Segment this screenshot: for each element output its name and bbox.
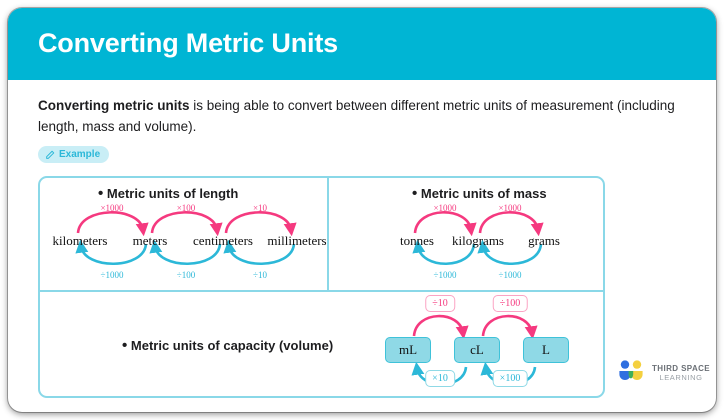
unit-grams: grams (528, 233, 560, 248)
capacity-unit-l: L (523, 337, 569, 363)
bullet-icon: • (412, 185, 418, 202)
length-divide-label-1: ÷1000 (100, 270, 124, 280)
section-title-mass: • Metric units of mass (412, 185, 547, 202)
mass-divide-label-2: ÷1000 (498, 270, 522, 280)
intro-bold-lead: Converting metric units (38, 98, 190, 113)
panel-vertical-divider (327, 178, 329, 290)
capacity-unit-ml: mL (385, 337, 431, 363)
mass-divide-label-1: ÷1000 (433, 270, 457, 280)
unit-tonnes: tonnes (400, 233, 434, 248)
unit-kilometers: kilometers (52, 233, 108, 248)
pencil-icon (45, 150, 55, 160)
capacity-bottom-label-2: ×100 (492, 370, 528, 387)
section-title-capacity: • Metric units of capacity (volume) (122, 337, 334, 354)
intro-rest: is being able to convert between differe… (38, 98, 675, 134)
lesson-card: Converting Metric Units Converting metri… (8, 8, 716, 412)
panel-horizontal-divider (40, 290, 603, 292)
example-badge[interactable]: Example (38, 146, 110, 163)
logo-line-2: LEARNING (659, 372, 703, 382)
logo-wordmark: THIRD SPACE LEARNING (652, 364, 711, 382)
intro-paragraph: Converting metric units is being able to… (38, 96, 686, 138)
logo-line-1: THIRD SPACE (652, 364, 711, 374)
unit-meters: meters (132, 233, 168, 248)
bullet-icon: • (98, 185, 104, 202)
length-multiply-label-2: ×100 (176, 203, 196, 213)
logo-mark-icon (616, 360, 646, 387)
unit-centimeters: centimeters (193, 233, 253, 248)
capacity-bottom-label-1: ×10 (425, 370, 455, 387)
capacity-top-label-1: ÷10 (425, 295, 455, 312)
third-space-learning-logo: THIRD SPACE LEARNING (616, 360, 710, 387)
unit-millimeters: millimeters (267, 233, 327, 248)
page-title: Converting Metric Units (38, 28, 338, 58)
card-header: Converting Metric Units (8, 8, 716, 80)
length-divide-label-3: ÷10 (253, 270, 267, 280)
bullet-icon: • (122, 337, 128, 354)
unit-kilograms: kilograms (452, 233, 504, 248)
length-multiply-label-1: ×1000 (100, 203, 124, 213)
mass-multiply-label-2: ×1000 (498, 203, 522, 213)
length-multiply-label-3: ×10 (252, 203, 268, 213)
capacity-top-label-2: ÷100 (492, 295, 528, 312)
length-divide-label-2: ÷100 (176, 270, 196, 280)
capacity-unit-cl: cL (454, 337, 500, 363)
section-title-length: • Metric units of length (98, 185, 239, 202)
conversion-diagram-panel: • Metric units of length kilometers mete… (38, 176, 605, 398)
mass-multiply-label-1: ×1000 (433, 203, 457, 213)
example-badge-label: Example (59, 149, 101, 160)
